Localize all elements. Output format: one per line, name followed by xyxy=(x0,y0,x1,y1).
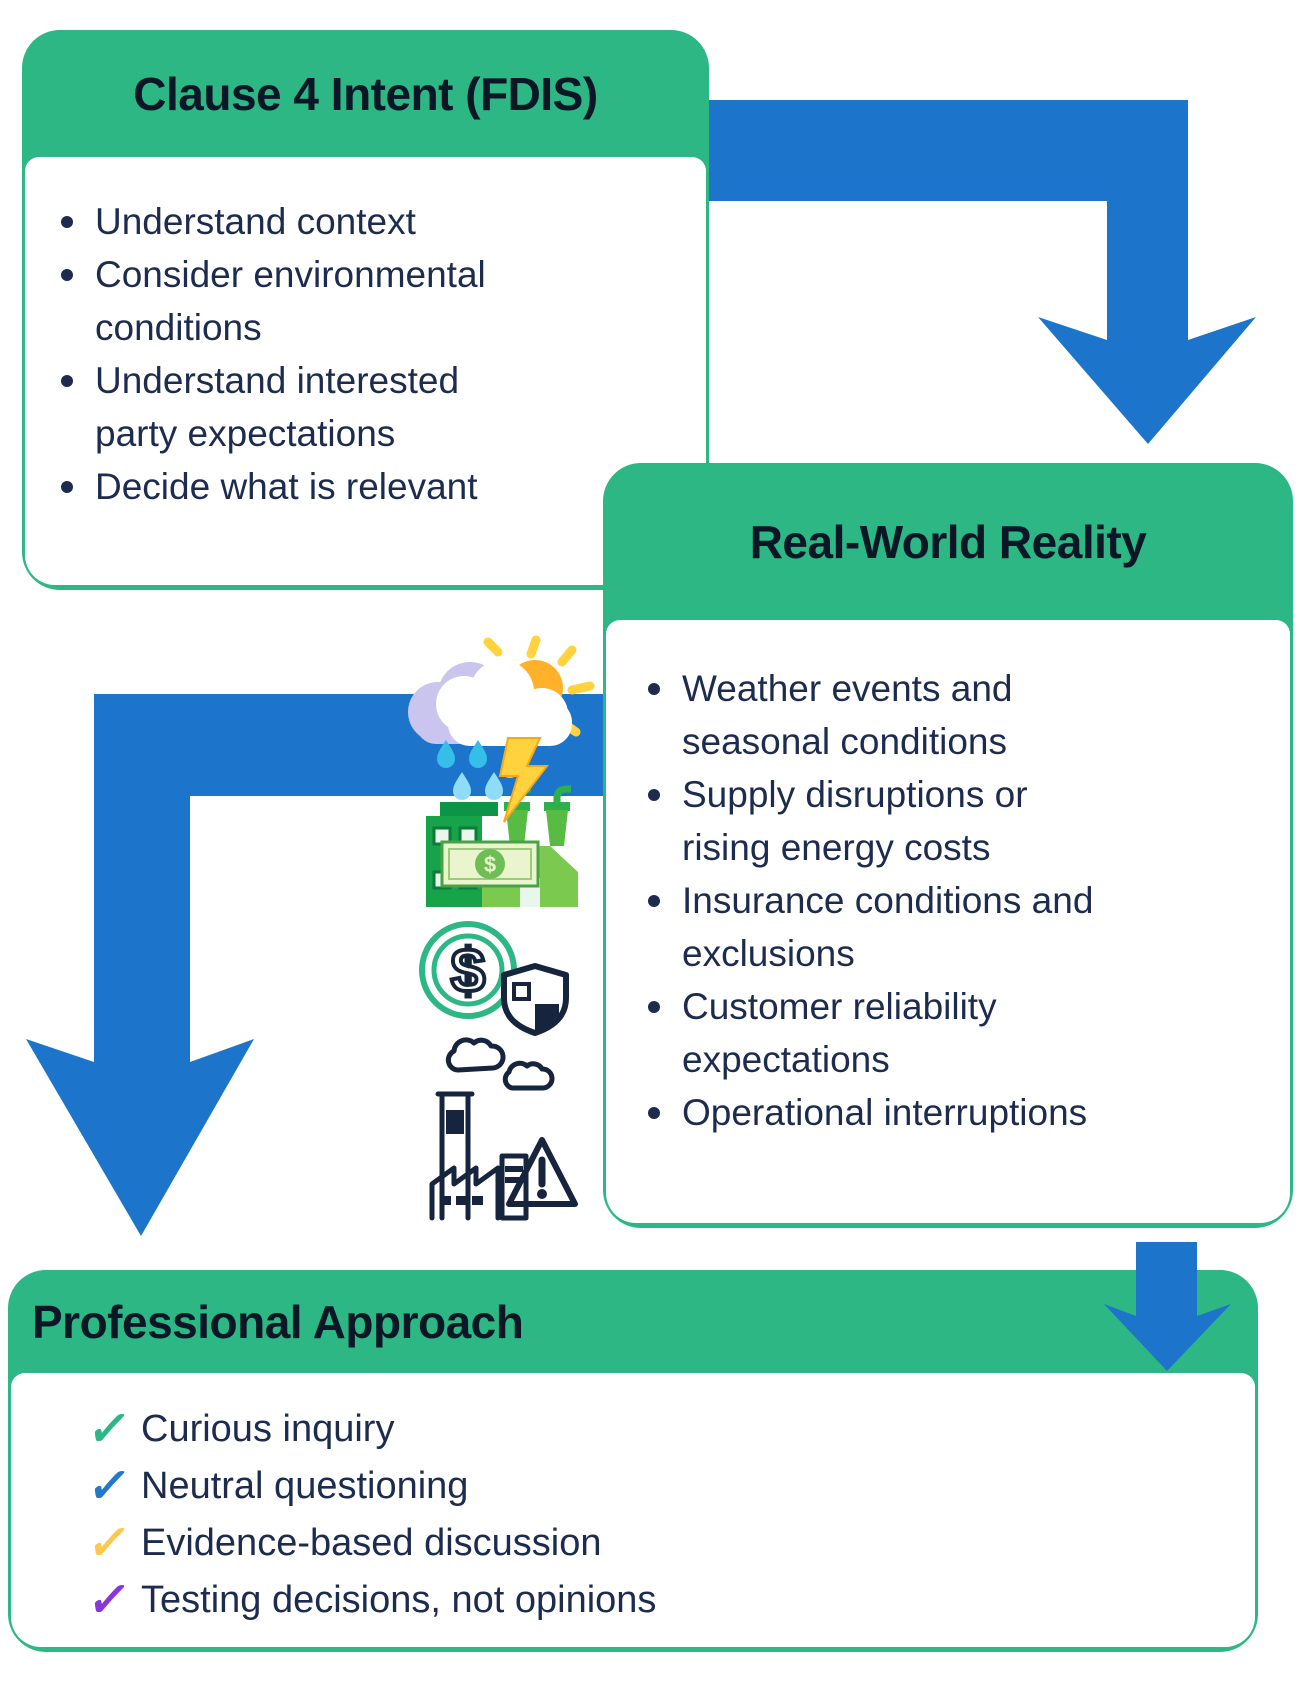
check-item: ✓ Evidence-based discussion xyxy=(84,1515,1255,1572)
smoke-cloud-icon xyxy=(502,1060,555,1091)
check-item: ✓ Curious inquiry xyxy=(84,1401,1255,1458)
check-item-label: Testing decisions, not opinions xyxy=(141,1579,657,1621)
bullet-dot-icon xyxy=(61,216,73,228)
check-icon: ✓ xyxy=(84,1517,134,1570)
clause4-card-body: Understand context Consider environmenta… xyxy=(25,157,706,585)
bullet-dot-icon xyxy=(648,683,660,695)
bullet-item: Understand interested party expectations xyxy=(61,354,690,460)
reality-bullet-list: Weather events and seasonal conditions S… xyxy=(606,620,1290,1139)
clause4-card: Clause 4 Intent (FDIS) Understand contex… xyxy=(22,30,709,590)
check-icon: ✓ xyxy=(84,1574,134,1627)
check-item-label: Curious inquiry xyxy=(141,1408,395,1450)
svg-text:$: $ xyxy=(484,852,496,877)
smoke-cloud-icon xyxy=(445,1037,506,1073)
bullet-item: Customer reliability expectations xyxy=(648,980,1274,1086)
factory-warning-icon xyxy=(429,1037,578,1221)
check-icon: ✓ xyxy=(84,1460,134,1513)
bullet-item: Operational interruptions xyxy=(648,1086,1274,1139)
chimney-outline-icon xyxy=(499,1153,529,1221)
check-item: ✓ Neutral questioning xyxy=(84,1458,1255,1515)
check-item-label: Neutral questioning xyxy=(141,1465,469,1507)
bullet-dot-icon xyxy=(61,481,73,493)
bullet-dot-icon xyxy=(61,269,73,281)
check-icon: ✓ xyxy=(84,1403,134,1456)
reality-card: Real-World Reality Weather events and se… xyxy=(603,463,1293,1228)
bullet-item: Insurance conditions and exclusions xyxy=(648,874,1274,980)
coin-shield-icon: $ xyxy=(419,921,569,1036)
bullet-dot-icon xyxy=(648,1001,660,1013)
check-item: ✓ Testing decisions, not opinions xyxy=(84,1572,1255,1629)
approach-check-list: ✓ Curious inquiry ✓ Neutral questioning … xyxy=(11,1373,1255,1629)
bullet-dot-icon xyxy=(61,375,73,387)
bullet-dot-icon xyxy=(648,895,660,907)
clause4-bullet-list: Understand context Consider environmenta… xyxy=(25,157,706,513)
arrow-clause4-to-reality xyxy=(700,100,1256,444)
bullet-item: Understand context xyxy=(61,195,690,248)
storm-weather-icon xyxy=(408,635,595,823)
bullet-item: Supply disruptions or rising energy cost… xyxy=(648,768,1274,874)
approach-card-body: ✓ Curious inquiry ✓ Neutral questioning … xyxy=(11,1373,1255,1647)
bullet-item: Weather events and seasonal conditions xyxy=(648,662,1274,768)
bullet-dot-icon xyxy=(648,1107,660,1119)
reality-card-body: Weather events and seasonal conditions S… xyxy=(606,620,1290,1223)
bullet-dot-icon xyxy=(648,789,660,801)
dollar-sign-icon: $ xyxy=(451,937,485,1006)
check-item-label: Evidence-based discussion xyxy=(141,1522,602,1564)
bullet-item: Consider environmental conditions xyxy=(61,248,690,354)
approach-card-title: Professional Approach xyxy=(32,1295,524,1348)
reality-card-title: Real-World Reality xyxy=(749,515,1147,568)
bullet-item: Decide what is relevant xyxy=(61,460,690,513)
approach-card: Professional Approach ✓ Curious inquiry … xyxy=(8,1270,1258,1652)
clause4-card-title: Clause 4 Intent (FDIS) xyxy=(133,67,598,120)
lightning-icon xyxy=(498,737,550,823)
